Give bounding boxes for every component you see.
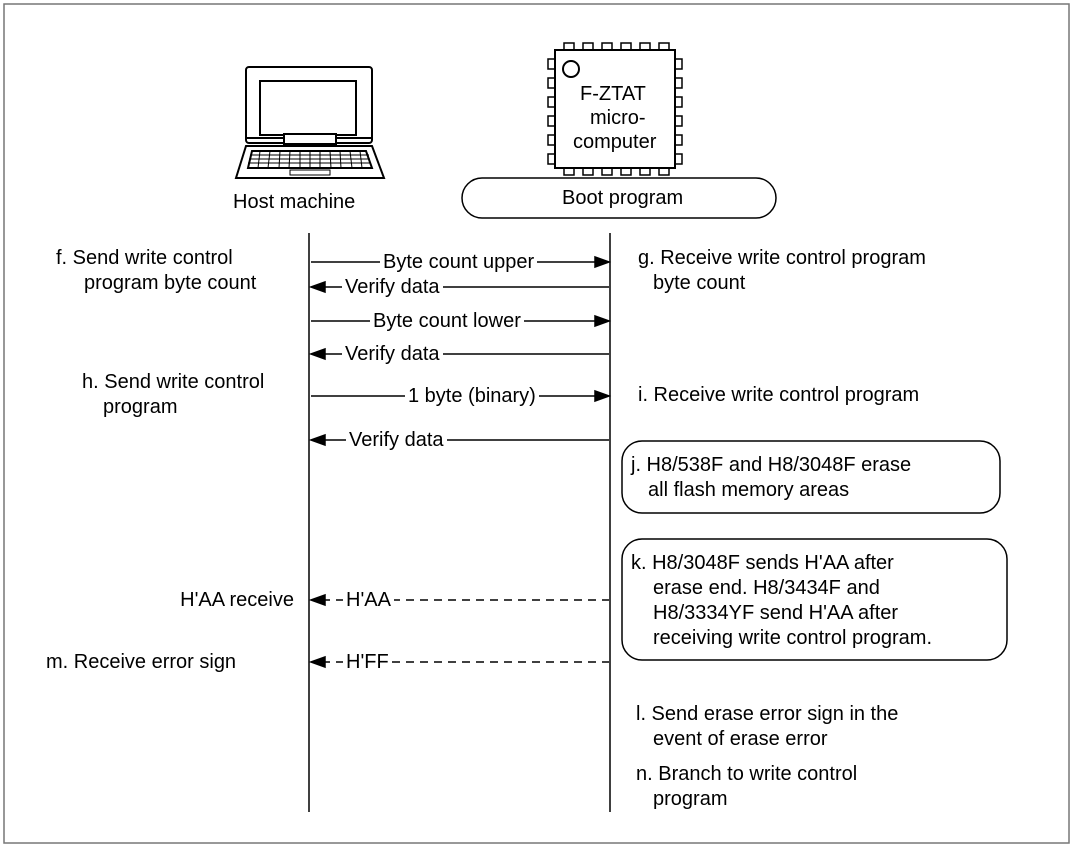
step-f-line-2: program byte count xyxy=(84,272,257,294)
step-j-line-2: all flash memory areas xyxy=(648,479,850,501)
chip-label-line-3: computer xyxy=(573,131,657,153)
msg-verify-data-3: Verify data xyxy=(346,428,447,452)
msg-one-byte: 1 byte (binary) xyxy=(405,384,539,408)
step-n-line-1: n. Branch to write control xyxy=(636,763,858,785)
chip-label-line-1: F-ZTAT xyxy=(580,83,646,105)
msg-byte-count-lower: Byte count lower xyxy=(370,309,524,333)
step-m-label: m. Receive error sign xyxy=(46,651,237,673)
step-n-line-2: program xyxy=(653,788,728,810)
step-j-box xyxy=(621,440,1001,514)
step-j-line-1: j. H8/538F and H8/3048F erase xyxy=(631,454,912,476)
step-k-line-2: erase end. H8/3434F and xyxy=(653,577,880,599)
outer-border xyxy=(3,3,1070,844)
step-h-line-2: program xyxy=(103,396,178,418)
step-k-box xyxy=(621,538,1008,661)
host-machine-label: Host machine xyxy=(233,191,356,213)
step-l-line-1: l. Send erase error sign in the xyxy=(636,703,899,725)
step-g-line-2: byte count xyxy=(653,272,746,294)
boot-program-capsule xyxy=(461,177,777,219)
microcomputer-chip-icon xyxy=(547,42,683,176)
haa-receive-label: H'AA receive xyxy=(180,589,294,611)
boot-program-label: Boot program xyxy=(562,187,684,209)
msg-byte-count-upper: Byte count upper xyxy=(380,250,538,274)
msg-verify-data-1: Verify data xyxy=(342,275,443,299)
msg-haa: H'AA xyxy=(343,588,394,612)
msg-verify-data-2: Verify data xyxy=(342,342,443,366)
step-k-line-1: k. H8/3048F sends H'AA after xyxy=(631,552,894,574)
step-h-line-1: h. Send write control xyxy=(82,371,265,393)
step-k-line-4: receiving write control program. xyxy=(653,627,932,649)
step-g-line-1: g. Receive write control program xyxy=(638,247,926,269)
step-i-label: i. Receive write control program xyxy=(638,384,920,406)
step-f-line-1: f. Send write control xyxy=(56,247,233,269)
step-l-line-2: event of erase error xyxy=(653,728,828,750)
step-k-line-3: H8/3334YF send H'AA after xyxy=(653,602,899,624)
msg-hff: H'FF xyxy=(343,650,392,674)
host-computer-icon xyxy=(234,66,386,179)
chip-label-line-2: micro- xyxy=(590,107,646,129)
